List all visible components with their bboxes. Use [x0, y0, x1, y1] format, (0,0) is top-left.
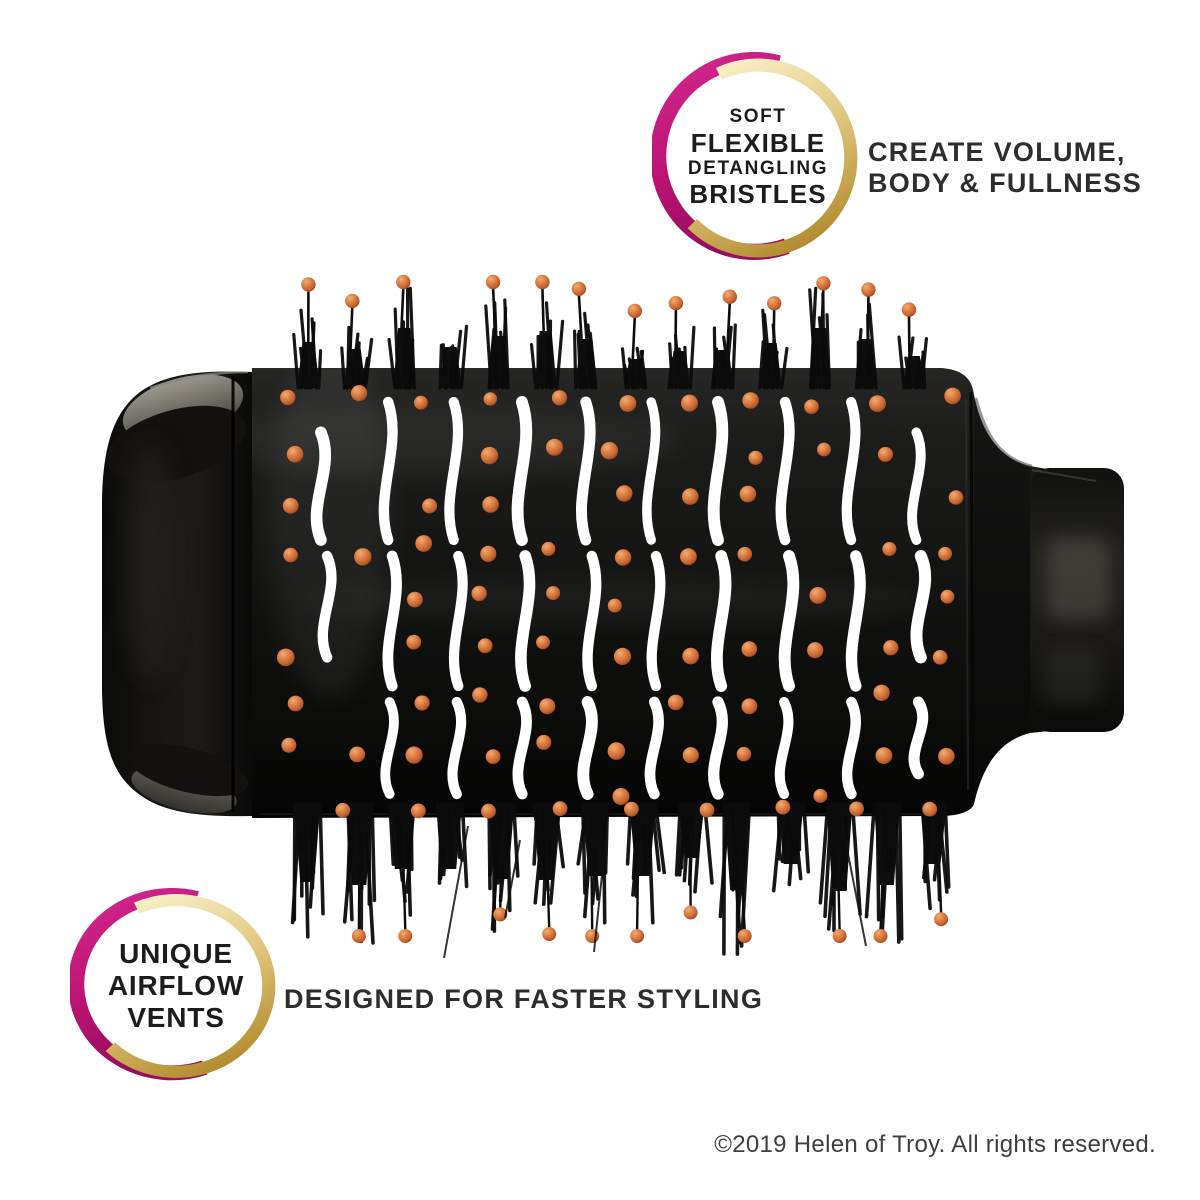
badge-line: VENTS: [127, 1001, 225, 1033]
badge-line: BRISTLES: [689, 179, 827, 210]
badge-ring-swirl-icon: [652, 52, 858, 260]
caption-line: CREATE VOLUME,: [868, 137, 1126, 167]
badge-ring-swirl-icon: [70, 888, 276, 1081]
badge-airflow-text: UNIQUE AIRFLOW VENTS: [70, 888, 282, 1084]
caption-faster-styling: DESIGNED FOR FASTER STYLING: [284, 984, 764, 1014]
attachment-neck: [974, 395, 1030, 804]
caption-line: BODY & FULLNESS: [868, 168, 1143, 199]
badge-line: FLEXIBLE: [690, 127, 826, 158]
bristle-ball-tips-edge: [335, 799, 938, 819]
badge-airflow: UNIQUE AIRFLOW VENTS: [70, 888, 282, 1084]
caption-create-volume: CREATE VOLUME, BODY & FULLNESS: [868, 137, 1142, 199]
bristle-tufts-top: [292, 274, 929, 390]
bristle-ball-tips: [277, 385, 964, 805]
badge-line: AIRFLOW: [107, 970, 245, 1002]
badge-bristles-text: SOFT FLEXIBLE DETANGLING BRISTLES: [652, 52, 864, 264]
copyright-notice: ©2019 Helen of Troy. All rights reserved…: [714, 1131, 1156, 1158]
brush-end-cap: [102, 371, 252, 817]
badge-line: DETANGLING: [687, 158, 829, 179]
badge-line: SOFT: [729, 106, 787, 128]
badge-bristles: SOFT FLEXIBLE DETANGLING BRISTLES: [652, 52, 864, 264]
airflow-vent-slots: [310, 396, 932, 800]
bristle-tufts-bottom: [290, 802, 951, 959]
brush-barrel: [252, 368, 1124, 818]
badge-line: UNIQUE: [119, 938, 233, 970]
